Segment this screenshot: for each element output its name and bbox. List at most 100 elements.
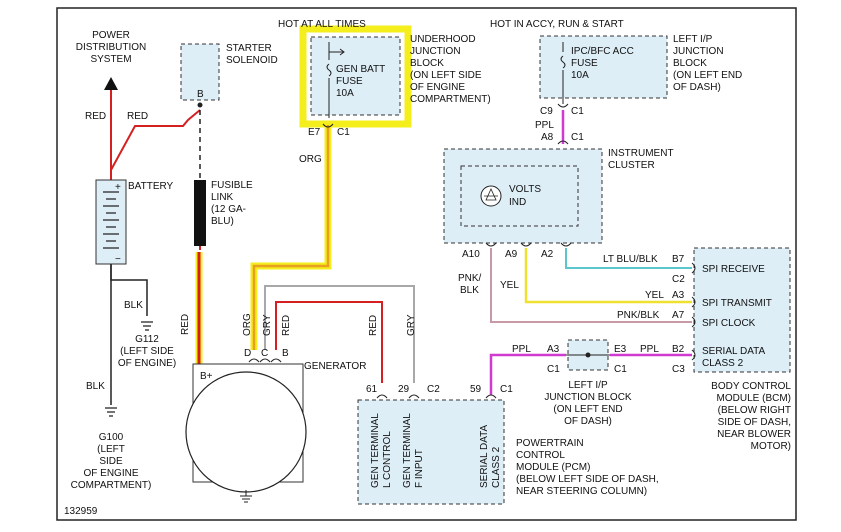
ipc-fuse-icon [560,42,566,104]
wire-starter-red [110,109,201,171]
wire-ppl-pcm [489,353,566,395]
conn-a9: A9 [505,249,518,260]
volts-label-2: IND [509,197,526,208]
g100-label-3: SIDE [99,456,123,467]
bcm-pin-spi-clock: SPI CLOCK [702,318,756,329]
a8-connector-icon [557,140,569,145]
ujb-label-6: COMPARTMENT) [410,94,491,105]
conn-59: 59 [470,384,482,395]
ujb-label-3: BLOCK [410,58,444,69]
conn-29: 29 [398,384,410,395]
pcm-pin-2b: F INPUT [414,449,425,488]
wire-label-ppl2: PPL [512,344,531,355]
wire-red-gen-pcm [275,301,383,383]
ujb-label-1: UNDERHOOD [410,34,476,45]
gen-fuse-label-3: 10A [336,88,354,99]
battery-icon [95,179,127,265]
conn-a3m: A3 [547,344,560,355]
conn-a10: A10 [462,249,480,260]
conn-b: B [282,348,289,359]
g112-label-2: (LEFT SIDE [120,346,174,357]
lipjb-top-3: BLOCK [673,58,707,69]
ujb-label-5: OF ENGINE [410,82,465,93]
conn-c9: C9 [540,106,553,117]
gen-fuse-label-1: GEN BATT [336,64,385,75]
g100-label-5: COMPARTMENT) [71,480,152,491]
pdc-label-2: DISTRIBUTION [76,42,147,53]
fusible-label-4: BLU) [211,216,234,227]
ipc-fuse-label-3: 10A [571,70,589,81]
ujb-label-2: JUNCTION [410,46,461,57]
splice-icon [585,352,591,358]
wire-label-red3: RED [180,314,191,335]
wire-label-org1: ORG [299,154,322,165]
bcm-box [693,247,791,373]
conn-c1a: C1 [337,127,350,138]
lipjb-mid-1: LEFT I/P [568,380,608,391]
fusible-link-icon [194,180,206,246]
conn-c1c: C1 [571,132,584,143]
wire-label-red4: RED [281,315,292,336]
ipc-fuse-label-1: IPC/BFC ACC [571,46,634,57]
conn-bplus: B+ [200,371,213,382]
conn-a8: A8 [541,132,554,143]
conn-e3: E3 [614,344,627,355]
lipjb-top-5: OF DASH) [673,82,721,93]
conn-e7: E7 [308,127,321,138]
wire-label-red1: RED [85,111,106,122]
bcm-label-5: NEAR BLOWER [717,429,791,440]
ujb-label-4: (ON LEFT SIDE [410,70,482,81]
pdc-arrow-icon [104,77,118,90]
conn-c1m1: C1 [547,364,560,375]
wire-label-pnk1a: PNK/ [458,273,482,284]
wire-label-yel2: YEL [645,290,664,301]
wire-ltblu [565,248,692,269]
wire-label-org2: ORG [242,313,253,336]
conn-b2: B2 [672,344,685,355]
bcm-label-3: (BELOW RIGHT [718,405,791,416]
generator-icon [185,371,307,493]
bcm-pin-serial-1: SERIAL DATA [702,346,765,357]
starter-label-1: STARTER [226,43,272,54]
underhood-fuse-box [310,36,401,116]
starter-terminal-icon [197,102,203,108]
gen-batt-fuse-icon [326,52,332,118]
conn-c1b: C1 [571,106,584,117]
wire-label-ppl1: PPL [535,120,554,131]
g100-label-1: G100 [99,432,124,443]
pcm-label-4: (BELOW LEFT SIDE OF DASH, [516,474,659,485]
wire-label-blk2: BLK [86,381,105,392]
cluster-connectors-icon [485,242,572,247]
pdc-label-3: SYSTEM [90,54,131,65]
volts-label-1: VOLTS [509,184,541,195]
highlight-fuse-block [299,25,412,128]
fusible-label-3: (12 GA- [211,204,246,215]
hot-accy-label: HOT IN ACCY, RUN & START [490,19,624,30]
g112-label-1: G112 [135,334,159,345]
pcm-connectors-icon [376,394,497,399]
hot-all-times-label: HOT AT ALL TIMES [278,19,366,30]
starter-solenoid-box [180,43,220,101]
pcm-pin-3b: CLASS 2 [491,446,502,488]
conn-61: 61 [366,384,378,395]
bcm-connectors-icon [691,262,696,361]
wire-label-blk1: BLK [124,300,143,311]
pcm-box [357,399,505,505]
gen-fuse-label-2: FUSE [336,76,363,87]
pcm-label-2: CONTROL [516,450,565,461]
battery-cells-icon [103,191,119,249]
conn-d: D [244,348,251,359]
wire-label-ppl3: PPL [640,344,659,355]
bcm-label-2: MODULE (BCM) [717,393,791,404]
conn-pcm-c2: C2 [427,384,440,395]
pcm-pin-1a: GEN TERMINAL [370,413,381,488]
conn-a7: A7 [672,310,685,321]
battery-label: BATTERY [128,181,174,192]
wire-label-pnk2: PNK/BLK [617,310,660,321]
conn-c3: C3 [672,364,685,375]
volts-ind-box [460,165,579,227]
battery-minus-icon: − [115,254,121,265]
starter-pin: B [197,89,204,100]
